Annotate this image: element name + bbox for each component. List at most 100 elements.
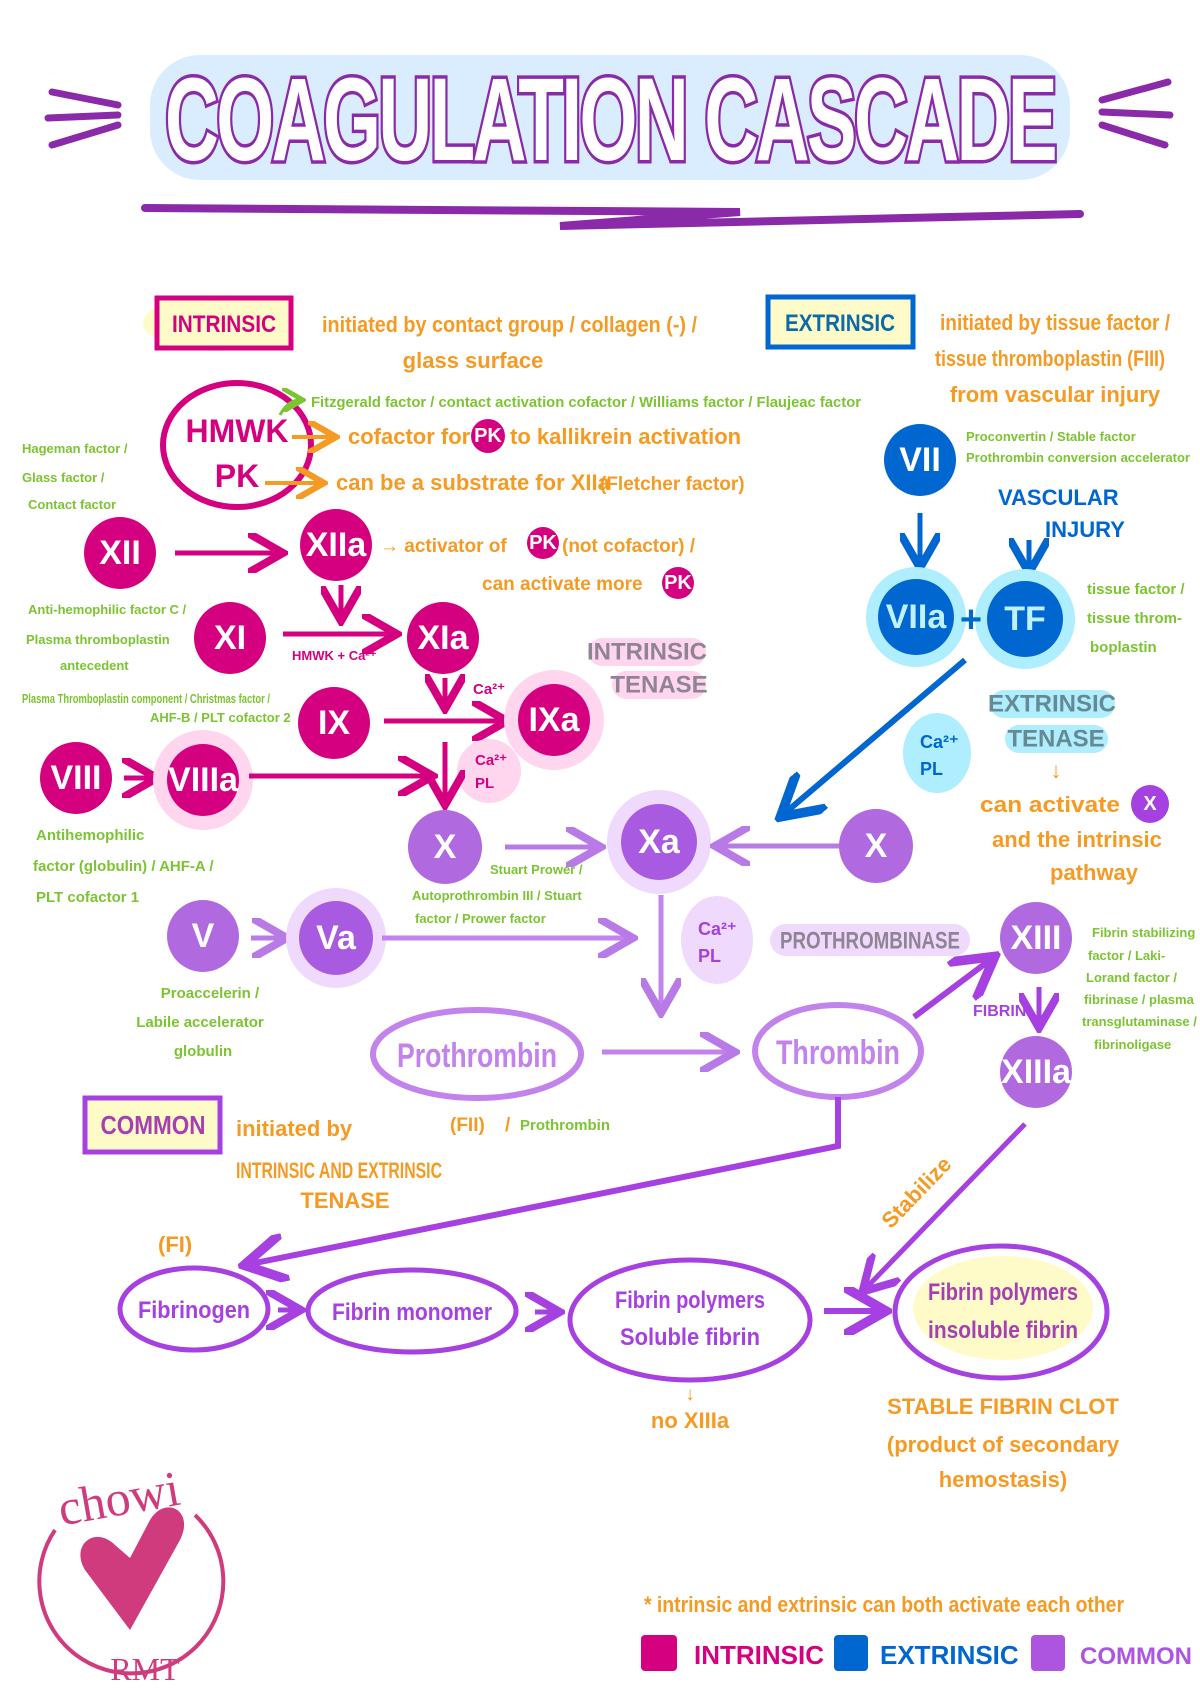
notes-xiia_line1_pre-text: → activator of — [380, 536, 507, 557]
synonyms-xiii-2-text: Lorand factor / — [1086, 970, 1177, 985]
chowi-rmt-logo: chowi RMT — [37, 1460, 226, 1687]
factor-v: V — [167, 900, 239, 972]
vii-synonyms: Proconvertin / Stable factor Prothrombin… — [966, 429, 1190, 465]
factors-xiii-text: XIII — [1010, 919, 1061, 957]
factors-viii-text: VIII — [50, 759, 101, 797]
extrinsic-label: EXTRINSIC — [785, 310, 895, 337]
logo-bottom-text: RMT — [110, 1651, 180, 1687]
factors-xi-text: XI — [214, 619, 246, 657]
intrinsic-label: INTRINSIC — [172, 311, 276, 338]
notes-no_xiiia-text: no XIIIa — [651, 1408, 730, 1433]
notes-down-text: ↓ — [685, 1384, 695, 1405]
synonyms-xiii-5-text: fibrinoligase — [1094, 1037, 1171, 1052]
notes-ca_pl_2-text: PL — [475, 775, 494, 792]
notes-fibrin-text: FIBRIN — [973, 1003, 1026, 1020]
factor-xiia: XIIa — [300, 509, 372, 581]
common_path-soluble-0-text: Fibrin polymers — [615, 1287, 765, 1314]
complexes-intrinsic_tenase-1-text: TENASE — [610, 672, 707, 699]
insoluble-fibrin-node: Fibrin polymers insoluble fibrin — [892, 1243, 1110, 1381]
factor-x: X — [408, 810, 482, 884]
synonyms-xiii-1-text: factor / Laki- — [1088, 948, 1165, 963]
v-synonyms: Proaccelerin / Labile accelerator globul… — [136, 985, 264, 1060]
factor-xia: XIa — [407, 602, 479, 674]
legend-2-label-text: COMMON — [1080, 1643, 1192, 1670]
prothrombin-node: Prothrombin — [370, 1007, 584, 1101]
factors-viiia-text: VIIIa — [168, 761, 239, 799]
notes-vascular_injury-0-text: VASCULAR — [998, 485, 1119, 510]
notes-fi-text: (FI) — [158, 1232, 192, 1257]
factors-vii-text: VII — [899, 441, 941, 479]
stable-clot-note: STABLE FIBRIN CLOT (product of secondary… — [887, 1394, 1120, 1492]
notes-ca_pl_1-text: Ca²⁺ — [475, 752, 507, 769]
notes-ca_pl_1-text: Ca²⁺ — [920, 732, 959, 752]
notes-ca_pl_2-text: PL — [698, 946, 721, 966]
synonyms-xiii-4-text: transglutaminase / — [1082, 1014, 1197, 1029]
factors-xii-text: XII — [99, 534, 141, 572]
factors-ixa-text: IXa — [528, 701, 580, 739]
title-banner: COAGULATION CASCADE — [44, 51, 1174, 230]
hmwk-note1_badge-text: PK — [474, 425, 502, 447]
factors-x2-text: X — [865, 827, 888, 865]
hmwk-pk-node: HMWK PK — [160, 380, 314, 510]
hmwk-note1_pre-text: cofactor for — [348, 424, 471, 449]
notes-vascular_injury-1-text: INJURY — [1045, 517, 1125, 542]
synonyms-vii-0-text: Proconvertin / Stable factor — [966, 429, 1136, 444]
synonyms-xi-2-text: antecedent — [60, 658, 129, 673]
synonyms-v-0-text: Proaccelerin / — [161, 985, 260, 1002]
notes-xiia_line1_post-text: (not cofactor) / — [562, 536, 696, 557]
synonyms-viii-0-text: Antihemophilic — [36, 827, 144, 844]
notes-ext_act_pre-text: can activate — [980, 792, 1120, 817]
factor-va: Va — [299, 901, 373, 975]
synonyms-xii-1-text: Glass factor / — [22, 470, 105, 485]
notes-ext_act_lines-0-text: and the intrinsic — [992, 827, 1162, 852]
factor-xii: XII — [84, 517, 156, 589]
factor-viiia: VIIIa — [167, 744, 239, 816]
synonyms-v-1-text: Labile accelerator — [136, 1014, 264, 1031]
factor-vii: VII — [884, 424, 956, 496]
synonyms-prothrombin_name-text: Prothrombin — [520, 1117, 610, 1134]
notes-ext_act_badge-text: X — [1143, 793, 1157, 815]
factor-viia: VIIa — [878, 579, 954, 655]
intrinsic-tenase-label: INTRINSIC TENASE — [587, 638, 708, 699]
xii-synonyms: Hageman factor / Glass factor / Contact … — [22, 441, 128, 512]
tf-synonyms: tissue factor / tissue throm- boplastin — [1087, 581, 1185, 656]
extrinsic-header: EXTRINSIC initiated by tissue factor / t… — [765, 294, 1170, 407]
factor-x-extrinsic: X — [839, 809, 913, 883]
common-label: COMMON — [101, 1110, 206, 1140]
factor-xiiia: XIIIa — [1000, 1036, 1072, 1108]
complexes-prothrombinase-text: PROTHROMBINASE — [780, 928, 960, 955]
common-header: COMMON initiated by INTRINSIC AND EXTRIN… — [82, 1095, 442, 1213]
synonyms-tf-1-text: tissue throm- — [1087, 610, 1182, 627]
common-desc-0-text: initiated by — [236, 1116, 353, 1141]
fibrinogen-node: Fibrinogen — [117, 1265, 271, 1353]
factors-x-text: X — [434, 828, 457, 866]
notes-down-text: ↓ — [1051, 758, 1062, 783]
complexes-intrinsic_tenase-0-text: INTRINSIC — [587, 639, 707, 666]
synonyms-x-2-text: factor / Prower factor — [415, 911, 546, 926]
hmwk-note2_paren-text: (Fletcher factor) — [600, 474, 745, 495]
x-synonyms: Stuart Prower / Autoprothrombin III / St… — [412, 862, 583, 926]
intrinsic-desc-2: glass surface — [403, 348, 544, 373]
factor-xiii: XIII — [1000, 902, 1072, 974]
synonyms-viii-1-text: factor (globulin) / AHF-A / — [33, 858, 214, 875]
notes-xiia_badge2-text: PK — [664, 572, 692, 594]
prothrombinase-label: PROTHROMBINASE — [770, 924, 970, 956]
synonyms-tf-2-text: boplastin — [1090, 639, 1157, 656]
notes-xiia_line2-text: can activate more — [482, 574, 643, 595]
legend: INTRINSIC EXTRINSIC COMMON — [641, 1635, 1192, 1671]
heart-icon — [80, 1507, 185, 1630]
synonyms-xii-0-text: Hageman factor / — [22, 441, 128, 456]
common-desc-1-text: INTRINSIC AND EXTRINSIC — [236, 1158, 442, 1183]
extrinsic-desc-1: initiated by tissue factor / — [940, 310, 1170, 335]
hmwk-note1_post-text: to kallikrein activation — [510, 424, 741, 449]
viii-synonyms: Antihemophilic factor (globulin) / AHF-A… — [33, 827, 214, 906]
extrinsic-desc-2: tissue thromboplastin (FIII) — [935, 346, 1165, 371]
hmwk-note2-text: can be a substrate for XIIa — [336, 470, 611, 495]
footnote: * intrinsic and extrinsic can both activ… — [644, 1592, 1124, 1617]
factor-ix: IX — [298, 687, 370, 759]
synonyms-v-2-text: globulin — [174, 1043, 232, 1060]
factors-v-text: V — [192, 917, 215, 955]
factors-xiiia-text: XIIIa — [1001, 1053, 1072, 1091]
synonyms-xi-0-text: Anti-hemophilic factor C / — [28, 602, 187, 617]
soluble-fibrin-node: Fibrin polymers Soluble fibrin — [567, 1257, 813, 1383]
